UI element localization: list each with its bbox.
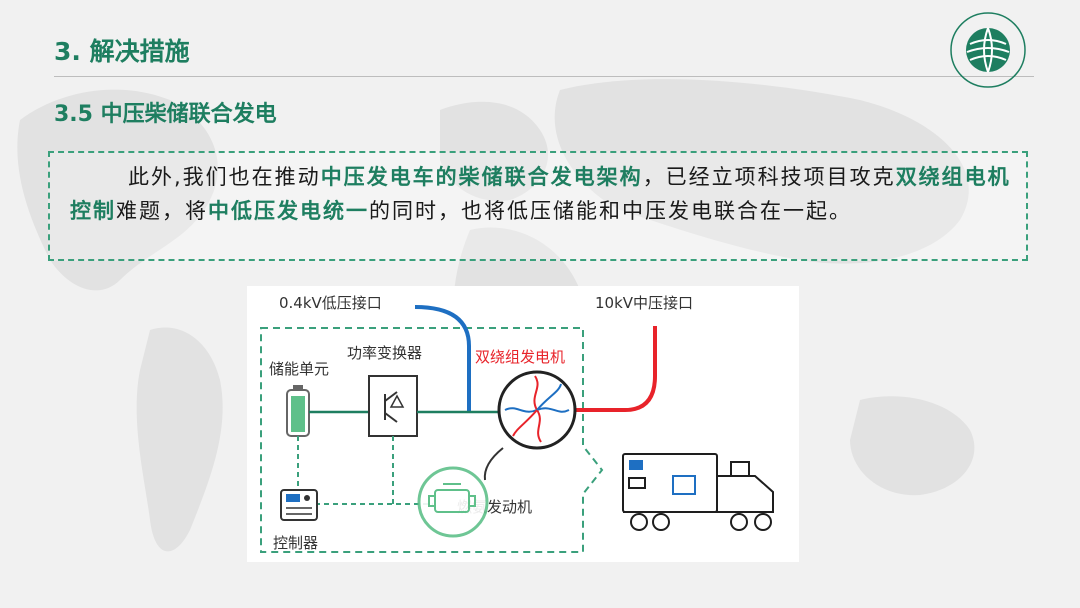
section-subtitle: 3.5 中压柴储联合发电: [54, 102, 277, 127]
controller-icon: [280, 489, 318, 521]
para-run: ，已经立项科技项目攻克: [642, 165, 896, 189]
para-run: 此外,我们也在推动: [128, 165, 321, 189]
para-highlight: 双绕组电机控制: [70, 165, 1011, 223]
para-highlight: 中压发电车的柴储联合发电架构: [320, 165, 643, 189]
battery-icon: [286, 385, 310, 437]
state-grid-logo-icon: [950, 12, 1026, 88]
label-storage-unit: 储能单元: [269, 360, 329, 378]
label-lv-interface: 0.4kV低压接口: [279, 294, 382, 312]
label-controller: 控制器: [273, 534, 318, 552]
para-run: 难题，将: [116, 199, 208, 223]
ammonia-engine-icon: [417, 466, 489, 538]
power-converter-icon: [368, 375, 418, 437]
text-callout-box: [48, 151, 1028, 261]
system-boundary: [260, 327, 604, 553]
para-highlight: 中低压发电统一: [208, 199, 369, 223]
system-diagram: 0.4kV低压接口 10kV中压接口 功率变换器 储能单元 双绕组发电机 燃氨发…: [247, 286, 799, 562]
title-divider: [54, 76, 1034, 77]
para-run: 的同时，也将低压储能和中压发电联合在一起。: [369, 199, 852, 223]
label-dual-winding-generator: 双绕组发电机: [475, 348, 565, 366]
label-power-converter: 功率变换器: [347, 344, 422, 362]
body-paragraph: 此外,我们也在推动中压发电车的柴储联合发电架构，已经立项科技项目攻克双绕组电机控…: [70, 160, 1015, 228]
label-mv-interface: 10kV中压接口: [595, 294, 693, 312]
lv-power-line: [414, 305, 471, 412]
page-title: 3. 解决措施: [54, 37, 190, 66]
mv-power-line: [575, 326, 657, 412]
generator-truck-icon: [622, 453, 774, 531]
generator-icon: [497, 370, 577, 450]
